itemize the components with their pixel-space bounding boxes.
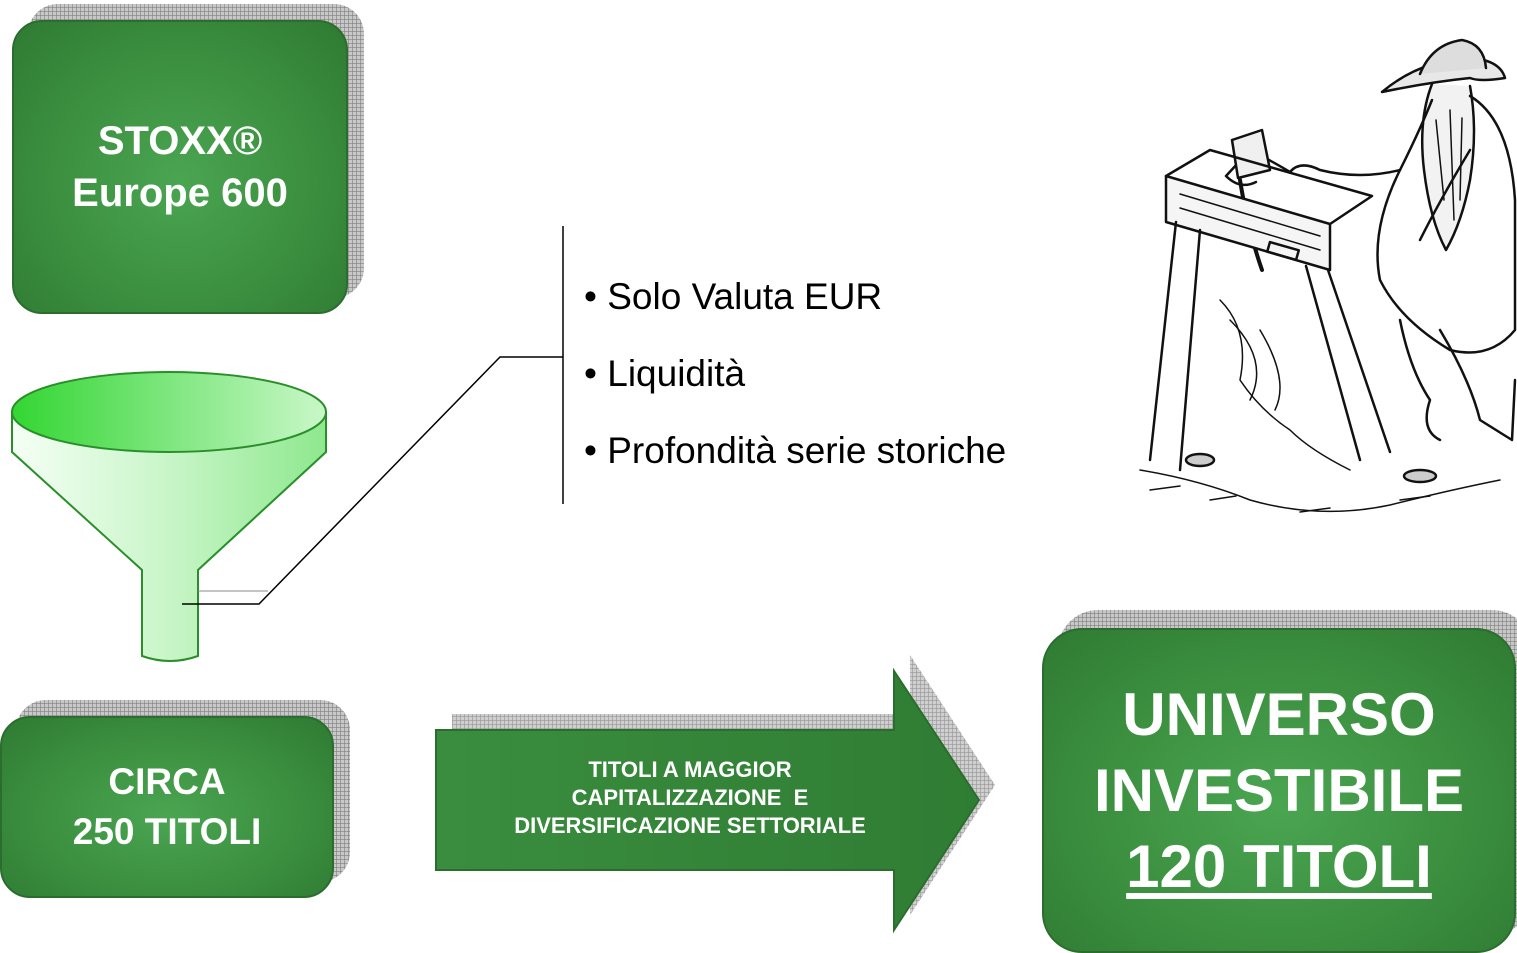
criteria-text: Profondità serie storiche [607,430,1007,471]
source-box-line1: STOXX® [97,119,263,163]
bullet-marker: • [584,276,597,317]
criteria-item: • Liquidità [584,335,1006,412]
arrow-label: TITOLI A MAGGIOR CAPITALIZZAZIONE E DIVE… [445,756,935,840]
filter-criteria-list: • Solo Valuta EUR • Liquidità • Profondi… [584,258,1006,489]
bullet-marker: • [584,430,597,471]
arrow-label-line2: CAPITALIZZAZIONE E [571,785,809,810]
filtered-box-line2: 250 TITOLI [72,811,262,852]
result-box-line1: UNIVERSO [1122,680,1436,748]
funnel-icon [11,371,327,662]
arrow-label-line1: TITOLI A MAGGIOR [588,757,792,782]
criteria-item: • Profondità serie storiche [584,412,1006,489]
gold-panner-illustration [1139,38,1517,513]
filtered-count-box: CIRCA 250 TITOLI [0,716,334,898]
criteria-text: Liquidità [607,353,746,394]
criteria-text: Solo Valuta EUR [607,276,883,317]
filtered-box-line1: CIRCA [108,761,226,802]
source-box-line2: Europe 600 [72,171,288,215]
investable-universe-box: UNIVERSO INVESTIBILE 120 TITOLI [1042,628,1516,953]
selection-arrow [435,655,995,934]
result-box-line3: 120 TITOLI [1126,832,1432,900]
criteria-connector [182,226,564,605]
bullet-marker: • [584,353,597,394]
arrow-label-line3: DIVERSIFICAZIONE SETTORIALE [514,813,866,838]
criteria-item: • Solo Valuta EUR [584,258,1006,335]
source-index-box: STOXX® Europe 600 [12,20,348,314]
result-box-line2: INVESTIBILE [1093,756,1465,824]
